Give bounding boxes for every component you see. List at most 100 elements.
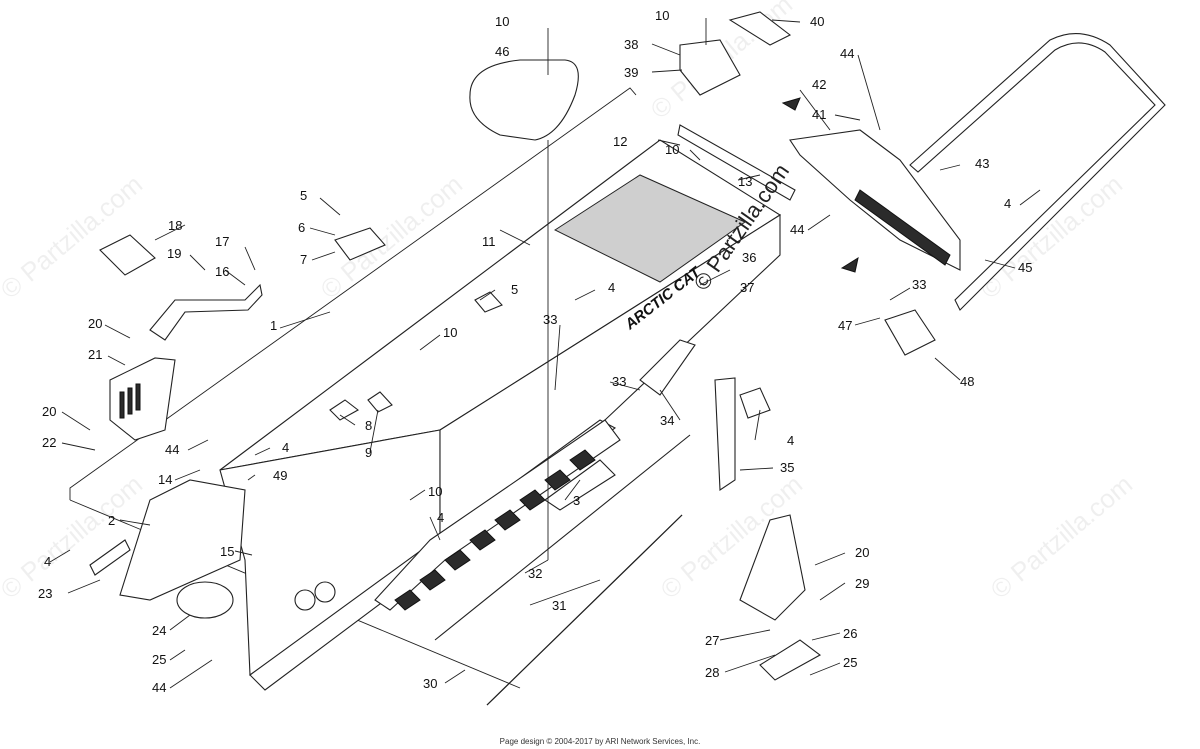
mount-plate xyxy=(329,399,359,421)
callout-10: 10 xyxy=(655,8,669,23)
bumper-mount xyxy=(884,309,936,356)
callout-18: 18 xyxy=(168,218,182,233)
callout-12: 12 xyxy=(613,134,627,149)
callout-33: 33 xyxy=(612,374,626,389)
callout-33: 33 xyxy=(543,312,557,327)
callout-3: 3 xyxy=(573,493,580,508)
callout-10: 10 xyxy=(443,325,457,340)
spacer-plate xyxy=(739,387,771,419)
callout-19: 19 xyxy=(167,246,181,261)
callout-4: 4 xyxy=(608,280,615,295)
callout-20: 20 xyxy=(42,404,56,419)
leader-lines xyxy=(49,18,1041,689)
callout-25: 25 xyxy=(152,652,166,667)
callout-32: 32 xyxy=(528,566,542,581)
callout-33: 33 xyxy=(912,277,926,292)
callout-43: 43 xyxy=(975,156,989,171)
tunnel-right-wall xyxy=(439,214,781,542)
callout-24: 24 xyxy=(152,623,166,638)
callout-16: 16 xyxy=(215,264,229,279)
page-footer: Page design © 2004-2017 by ARI Network S… xyxy=(499,737,701,746)
callout-21: 21 xyxy=(88,347,102,362)
callout-10: 10 xyxy=(428,484,442,499)
callout-45: 45 xyxy=(1018,260,1032,275)
callout-44: 44 xyxy=(790,222,804,237)
foot-well-cover xyxy=(176,581,234,619)
callout-15: 15 xyxy=(220,544,234,559)
callout-35: 35 xyxy=(780,460,794,475)
callout-17: 17 xyxy=(215,234,229,249)
callout-42: 42 xyxy=(812,77,826,92)
callout-22: 22 xyxy=(42,435,56,450)
callout-46: 46 xyxy=(495,44,509,59)
callout-4: 4 xyxy=(437,510,444,525)
callout-40: 40 xyxy=(810,14,824,29)
mount-plate xyxy=(367,391,393,413)
callout-14: 14 xyxy=(158,472,172,487)
rear-mount xyxy=(679,39,741,96)
callout-6: 6 xyxy=(298,220,305,235)
callout-9: 9 xyxy=(365,445,372,460)
callout-28: 28 xyxy=(705,665,719,680)
foot-step xyxy=(739,514,806,621)
callout-4: 4 xyxy=(44,554,51,569)
cross-shaft xyxy=(434,434,691,641)
step-pad xyxy=(759,639,822,681)
callout-20: 20 xyxy=(88,316,102,331)
front-bracket xyxy=(119,479,246,601)
callout-1: 1 xyxy=(270,318,277,333)
callout-39: 39 xyxy=(624,65,638,80)
callout-27: 27 xyxy=(705,633,719,648)
mount-plate-upper xyxy=(474,291,503,313)
seat-pad xyxy=(553,174,747,283)
callout-23: 23 xyxy=(38,586,52,601)
callout-44: 44 xyxy=(840,46,854,61)
watermark: © Partzilla.com xyxy=(315,169,468,305)
callout-30: 30 xyxy=(423,676,437,691)
callout-4: 4 xyxy=(1004,196,1011,211)
callout-4: 4 xyxy=(282,440,289,455)
callout-26: 26 xyxy=(843,626,857,641)
callout-labels: 1 2 3 4 4 4 4 4 4 5 5 6 7 8 9 10 10 10 1… xyxy=(38,8,1032,695)
callout-5: 5 xyxy=(300,188,307,203)
callout-10: 10 xyxy=(495,14,509,29)
direction-arrow xyxy=(781,97,801,111)
support-bracket xyxy=(149,283,263,341)
callout-44: 44 xyxy=(165,442,179,457)
mount-bracket xyxy=(334,227,386,261)
callout-37: 37 xyxy=(740,280,754,295)
side-panel xyxy=(639,339,696,396)
callout-31: 31 xyxy=(552,598,566,613)
callout-4: 4 xyxy=(787,433,794,448)
callout-7: 7 xyxy=(300,252,307,267)
callout-49: 49 xyxy=(273,468,287,483)
callout-34: 34 xyxy=(660,413,674,428)
bulkhead-hole xyxy=(294,589,316,611)
callout-13: 13 xyxy=(738,174,752,189)
callout-5: 5 xyxy=(511,282,518,297)
cover-plate xyxy=(99,234,156,276)
callout-48: 48 xyxy=(960,374,974,389)
watermark: © Partzilla.com xyxy=(985,469,1138,605)
callout-41: 41 xyxy=(812,107,826,122)
callout-38: 38 xyxy=(624,37,638,52)
side-tab xyxy=(89,539,131,576)
traction-cutouts xyxy=(394,449,596,611)
callout-10: 10 xyxy=(665,142,679,157)
snow-flap-tread xyxy=(854,189,951,266)
bulkhead-hole xyxy=(314,581,336,603)
callout-36: 36 xyxy=(742,250,756,265)
seat-cushion xyxy=(469,59,579,141)
callout-47: 47 xyxy=(838,318,852,333)
callout-29: 29 xyxy=(855,576,869,591)
direction-arrow xyxy=(840,256,859,273)
heat-guard xyxy=(109,357,176,441)
rear-rail-bracket xyxy=(677,124,796,201)
rear-cap xyxy=(728,11,792,46)
assembly-outline xyxy=(69,87,637,500)
watermark: © Partzilla.com xyxy=(975,169,1128,305)
slide-rail-rod-inner xyxy=(486,514,683,706)
callout-20: 20 xyxy=(855,545,869,560)
callout-2: 2 xyxy=(108,513,115,528)
